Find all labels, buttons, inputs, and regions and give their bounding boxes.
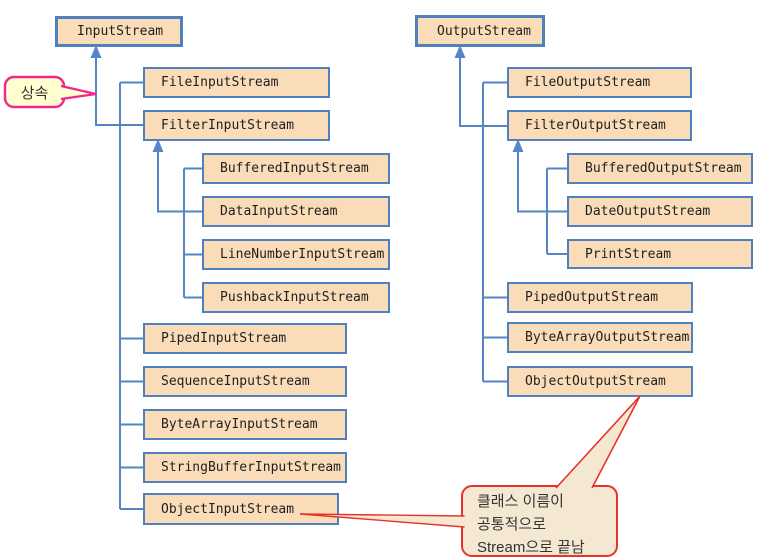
class-box-bytearrayinputstream: ByteArrayInputStream [143, 409, 347, 440]
class-box-fileinputstream: FileInputStream [143, 67, 330, 98]
filterinput-inherit-line [157, 148, 202, 213]
class-box-bufferedinputstream: BufferedInputStream [202, 153, 390, 184]
inputstream-inherit-line [95, 54, 143, 126]
note-tail-to-objectinputstream [299, 513, 465, 528]
class-box-filteroutputstream: FilterOutputStream [507, 110, 692, 141]
note-line-2: 공통적으로 [477, 516, 547, 533]
filterinput-children-line [183, 167, 202, 299]
class-box-objectinputstream: ObjectInputStream [143, 493, 339, 525]
class-box-inputstream: InputStream [55, 16, 183, 47]
class-box-bytearrayoutputstream: ByteArrayOutputStream [507, 322, 693, 353]
inheritance-callout-label: 상속 [20, 84, 49, 102]
note-line-1: 클래스 이름이 [477, 493, 564, 510]
class-box-sequenceinputstream: SequenceInputStream [143, 366, 347, 397]
class-box-bufferedoutputstream: BufferedOutputStream [567, 153, 753, 184]
arrow-up-icon [512, 139, 524, 152]
inputstream-children-line [119, 81, 143, 510]
arrowhead-icons [90, 45, 524, 152]
class-box-printstream: PrintStream [567, 239, 753, 269]
class-box-dateoutputstream: DateOutputStream [567, 196, 753, 227]
class-box-pipedoutputstream: PipedOutputStream [507, 282, 693, 313]
arrow-up-icon [454, 45, 466, 58]
class-box-pipedinputstream: PipedInputStream [143, 323, 347, 354]
arrow-up-icon [152, 139, 164, 152]
outputstream-inherit-line [459, 54, 507, 127]
arrow-up-icon [90, 45, 102, 58]
class-box-outputstream: OutputStream [415, 15, 545, 47]
outputstream-children-line [482, 81, 507, 383]
inherit-tail [60, 84, 97, 101]
class-box-linenumberinputstream: LineNumberInputStream [202, 239, 390, 270]
class-box-fileoutputstream: FileOutputStream [507, 67, 692, 98]
note-callout: 클래스 이름이 공통적으로 Stream으로 끝남 [477, 490, 615, 558]
class-box-stringbufferinputstream: StringBufferInputStream [143, 452, 347, 483]
class-box-filterinputstream: FilterInputStream [143, 110, 330, 141]
class-box-pushbackinputstream: PushbackInputStream [202, 282, 390, 313]
note-tail-to-objectoutputstream [555, 395, 641, 489]
note-line-3: Stream으로 끝남 [477, 539, 585, 556]
filteroutput-children-line [546, 167, 567, 255]
class-box-objectoutputstream: ObjectOutputStream [507, 366, 693, 397]
class-box-datainputstream: DataInputStream [202, 196, 390, 227]
filteroutput-inherit-line [517, 148, 567, 213]
